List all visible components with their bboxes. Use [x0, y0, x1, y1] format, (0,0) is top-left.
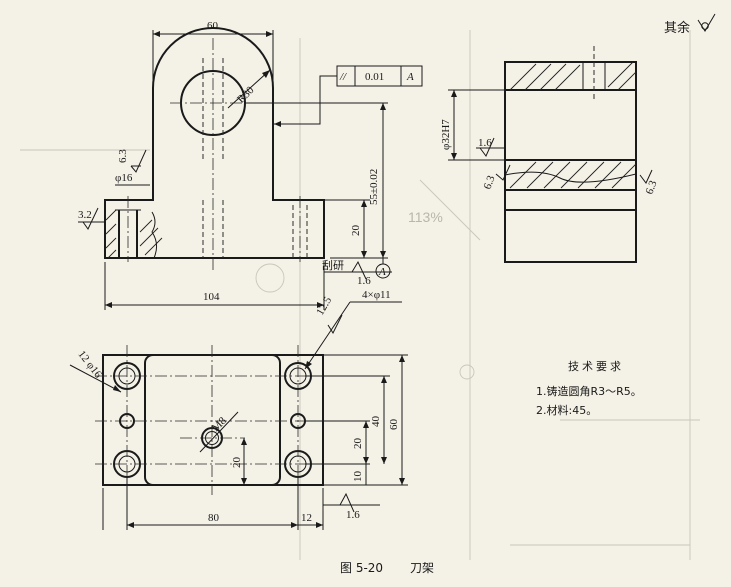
- callout-holes: 4×φ11 12.5: [304, 289, 402, 370]
- top-view-boss: [144, 354, 281, 486]
- dim-top-width: 60: [152, 20, 274, 86]
- roughness-side-right: 6.3: [639, 169, 660, 196]
- front-view-hatching: [105, 209, 163, 259]
- tech-requirements-title: 技术要求: [568, 360, 624, 373]
- dim-height: 55±0.02: [245, 102, 388, 259]
- roughness-top-bottom-value: 1.6: [346, 509, 360, 521]
- dim-radius-value: R30: [235, 84, 257, 106]
- scraping-note: 刮研: [322, 258, 344, 272]
- tolerance-symbol: //: [339, 71, 347, 83]
- roughness-bore: 1.6: [476, 137, 505, 157]
- bottom-roughness-datum: 刮研 1.6 A: [322, 258, 392, 287]
- roughness-hole-value: 6.3: [117, 149, 129, 163]
- figure-caption: 图 5-20 刀架: [340, 561, 434, 575]
- figure-number: 图 5-20: [340, 561, 383, 575]
- roughness-holes-value: 12.5: [314, 294, 334, 317]
- dim-40-value: 40: [370, 416, 382, 428]
- dim-bottom: 80 12: [102, 478, 324, 530]
- tech-requirement-1: 1.铸造圆角R3～R5。: [536, 384, 642, 398]
- front-view: 60 R30 φ16 6.3 3.2 55±0.02: [78, 20, 392, 310]
- background-ghost-lines: [20, 30, 700, 560]
- dim-hole-dia-value: φ16: [115, 172, 133, 184]
- tech-requirement-2: 2.材料:45。: [536, 403, 597, 417]
- dim-inner-20: 20: [231, 438, 247, 485]
- dim-bore: φ32H7: [440, 89, 505, 161]
- roughness-side-right-value: 6.3: [644, 179, 660, 196]
- dim-10-value: 10: [352, 471, 364, 483]
- counterbore-holes: [113, 362, 312, 478]
- figure-title: 刀架: [410, 561, 434, 575]
- roughness-left: 3.2: [78, 207, 105, 230]
- roughness-bore-value: 1.6: [478, 137, 492, 149]
- dim-inner-20-value: 20: [231, 457, 243, 469]
- dim-60-value: 60: [388, 419, 400, 431]
- zoom-watermark: 113%: [408, 209, 443, 225]
- tolerance-frame: // 0.01 A: [274, 65, 423, 127]
- roughness-bottom-value: 1.6: [357, 275, 371, 287]
- dim-bore-value: φ32H7: [440, 119, 452, 150]
- top-view: 4×φ11 12.5 12 φ16 M8 20: [69, 289, 408, 530]
- dim-20-value: 20: [352, 438, 364, 450]
- dim-base-height: 20: [324, 199, 370, 258]
- callout-holes-value: 4×φ11: [362, 289, 391, 301]
- tech-requirements: 技术要求 1.铸造圆角R3～R5。 2.材料:45。: [536, 360, 642, 417]
- dim-base-height-value: 20: [350, 225, 362, 237]
- roughness-left-value: 3.2: [78, 209, 92, 221]
- tolerance-datum: A: [406, 71, 414, 83]
- roughness-default-label: 其余: [664, 20, 690, 36]
- dim-top-width-value: 60: [207, 20, 219, 32]
- dim-hole-dia: φ16 6.3: [115, 149, 150, 186]
- datum-label: A: [378, 266, 386, 278]
- side-view-outline: [504, 61, 637, 263]
- dim-right-stack: 20 40 60 10: [305, 354, 408, 486]
- roughness-top-bottom: 1.6: [323, 492, 380, 521]
- default-roughness: 其余: [664, 13, 716, 36]
- side-view: φ32H7 1.6 6.3 6.3: [440, 46, 660, 263]
- side-view-hatching: [509, 61, 637, 189]
- dim-80-value: 80: [208, 512, 220, 524]
- dim-base-width: 104: [104, 262, 325, 310]
- front-view-outline: [104, 27, 325, 259]
- top-view-centerlines: [95, 345, 335, 495]
- roughness-side-left: 6.3: [482, 164, 511, 191]
- dim-radius: R30: [227, 69, 271, 109]
- check-roughness-symbol: [697, 13, 716, 32]
- dim-base-width-value: 104: [203, 291, 220, 303]
- dim-height-value: 55±0.02: [368, 169, 380, 205]
- roughness-side-left-value: 6.3: [482, 174, 498, 191]
- tolerance-value: 0.01: [365, 71, 384, 83]
- dim-12-value: 12: [301, 512, 312, 524]
